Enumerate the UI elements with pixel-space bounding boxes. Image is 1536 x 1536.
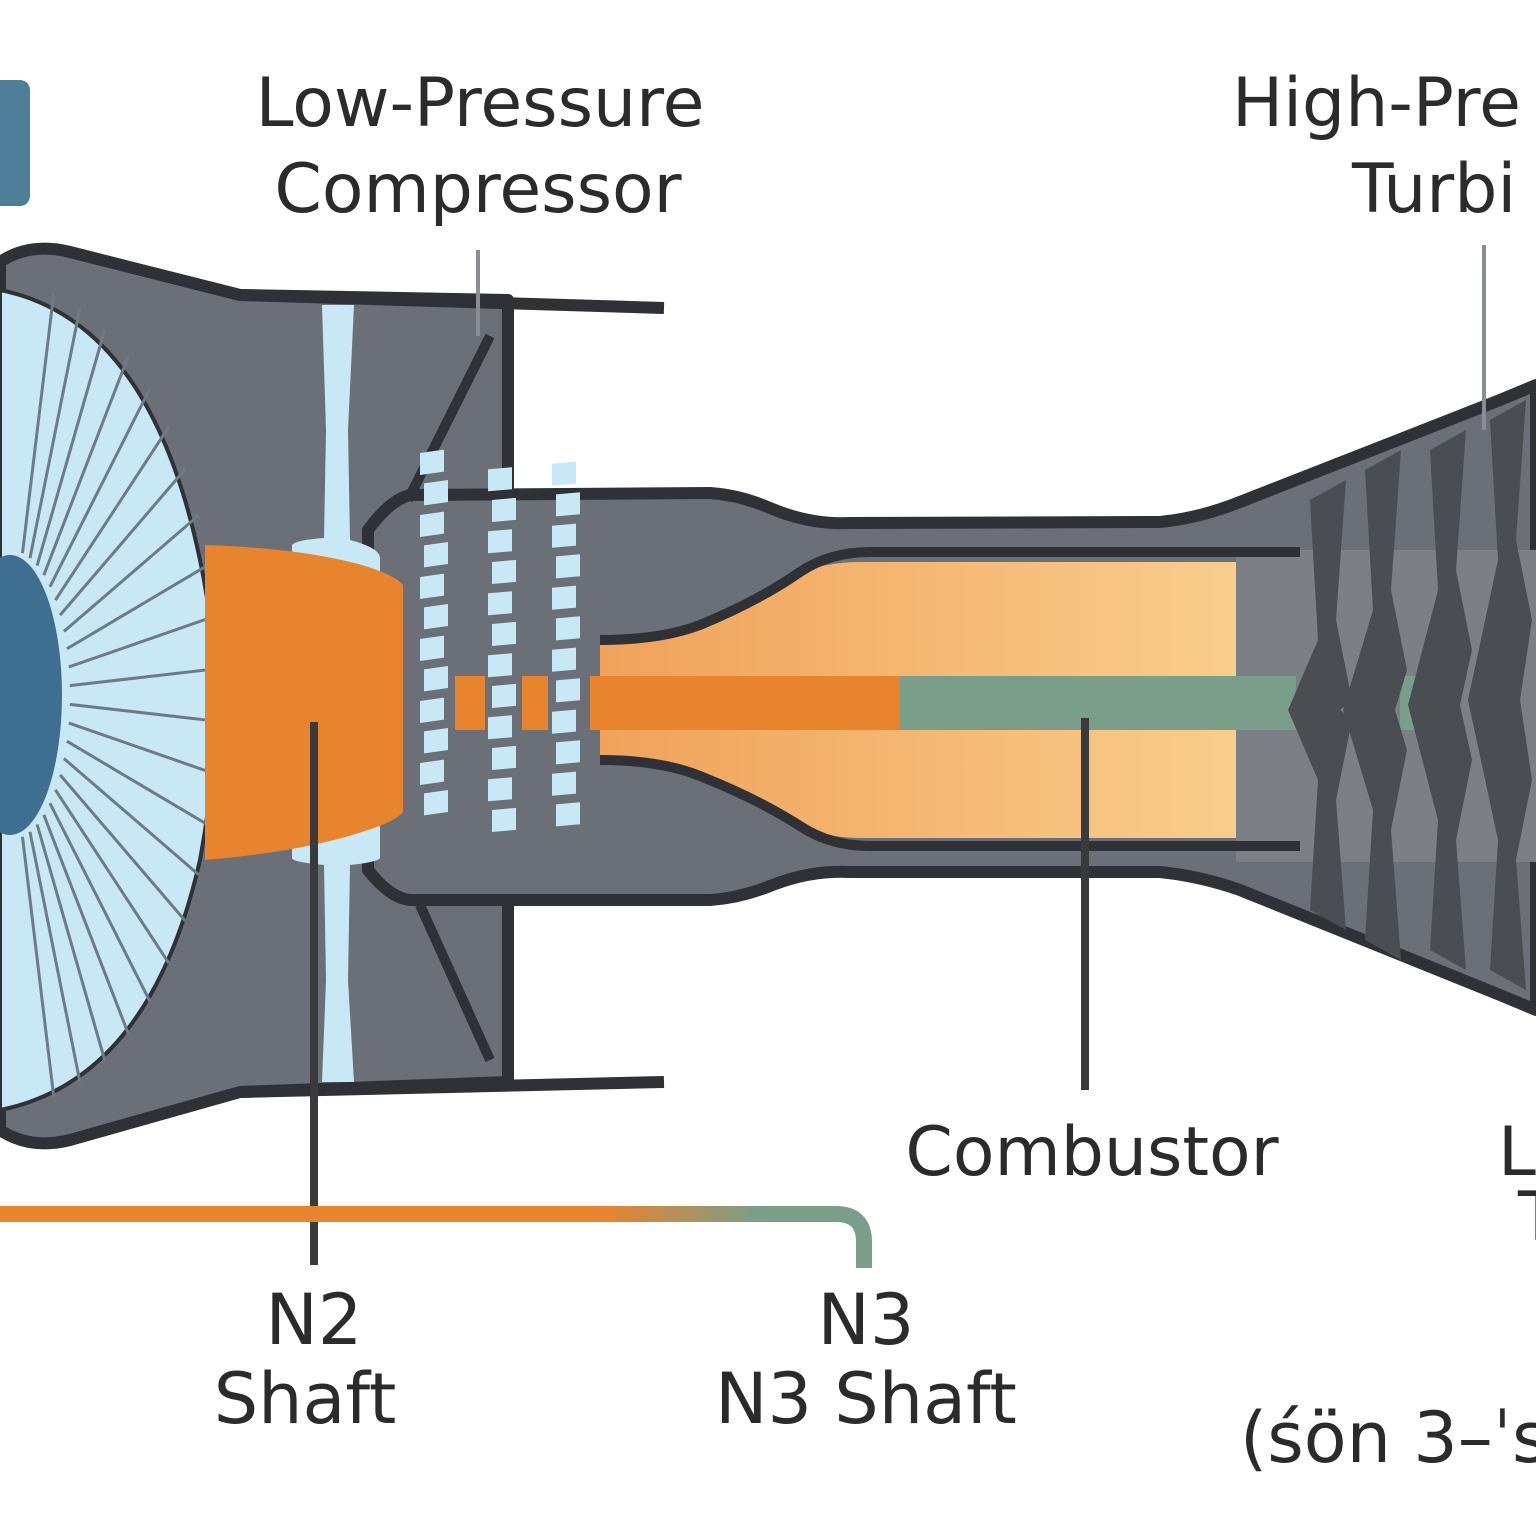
hp-compressor-blade (492, 497, 516, 522)
hp-compressor-blade (492, 745, 516, 770)
hp-compressor-blade (424, 790, 448, 816)
n2-shaft (590, 676, 900, 730)
turbine-blade (1288, 480, 1352, 930)
hp-compressor-blade (556, 554, 580, 579)
hp-compressor-blade (424, 542, 448, 568)
label-lp-compressor-line2: Compressor (274, 150, 681, 229)
fan-blade-line (68, 721, 217, 776)
turbine-blade (1468, 400, 1532, 990)
hp-compressor-blade (420, 511, 444, 537)
fan-blade-line (54, 425, 171, 601)
hp-compressor-blade (552, 585, 576, 610)
hp-compressor-blade (556, 802, 580, 827)
label-n3-line1: N3 (818, 1279, 915, 1361)
hp-compressor-blade (488, 529, 512, 554)
label-lp-turbine-line2: T (1517, 1178, 1536, 1257)
hp-compressor-blade (492, 683, 516, 708)
combustor-inner-bottom (599, 755, 1300, 851)
fan-blade-line (62, 514, 200, 633)
label-combustor: Combustor (905, 1113, 1278, 1192)
fan-blade-line (35, 823, 107, 1062)
hp-compressor-blade (420, 635, 444, 661)
n3-shaft (900, 676, 1296, 730)
fan-blade-line (35, 328, 107, 567)
fan-blade-line (28, 831, 82, 1082)
turbine-blades (1288, 400, 1532, 990)
hp-compressor-blade (556, 678, 580, 703)
hp-compressor-blade (552, 461, 576, 486)
hp-compressor-blade (420, 759, 444, 785)
label-hp-turbine-line1: High-Pre (1232, 64, 1521, 143)
fan-blade-line (68, 614, 217, 669)
fan-blade-line (28, 308, 82, 559)
fan-blade-line (54, 789, 171, 965)
fan-blade-line (58, 468, 187, 617)
n2-spool-hub (205, 545, 403, 860)
fan-blade-line (48, 388, 152, 588)
hp-compressor-blade (492, 559, 516, 584)
n2-shaft-stub-1 (455, 676, 485, 730)
hp-compressor-blade (556, 740, 580, 765)
hp-compressor-blade (420, 449, 444, 475)
hp-compressor-blade (552, 647, 576, 672)
hp-compressor-blade (488, 467, 512, 492)
label-n3-line2: N3 Shaft (715, 1358, 1017, 1440)
fan-blade-line (20, 293, 56, 554)
hp-compressor-blade (492, 621, 516, 646)
fan-blade-line (62, 757, 200, 876)
hp-compressor-blade (552, 523, 576, 548)
hp-compressor-blade (488, 653, 512, 678)
hp-compressor-blade (420, 697, 444, 723)
fan (0, 287, 220, 1113)
hp-compressor-blade (492, 807, 516, 832)
label-n2-line2: Shaft (214, 1358, 397, 1440)
n2-shaft-stub-2 (522, 676, 548, 730)
label-n2-line1: N2 (266, 1279, 363, 1361)
combustor-inner-top (599, 547, 1300, 645)
label-hp-turbine-line2: Turbi (1351, 150, 1516, 229)
shaft-indicator-line (0, 1206, 872, 1268)
hp-compressor-blade (556, 492, 580, 517)
hp-compressor-blade (424, 604, 448, 630)
hp-compressor-blade (552, 771, 576, 796)
hp-compressor-stages (420, 449, 580, 832)
hp-compressor-blade (556, 616, 580, 641)
bypass-strut-bottom (415, 902, 495, 1063)
label-lp-compressor-line1: Low-Pressure (256, 64, 705, 143)
hp-compressor-blade (488, 777, 512, 802)
hp-compressor-blade (488, 591, 512, 616)
hp-compressor-blade (424, 480, 448, 506)
fan-blade-line (48, 802, 152, 1002)
hp-compressor-blade (552, 709, 576, 734)
fan-blade-line (69, 666, 220, 688)
hp-compressor-blade (420, 573, 444, 599)
fan-blade-line (42, 814, 130, 1035)
hp-compressor-blade (488, 715, 512, 740)
fan-blade-line (58, 773, 187, 922)
label-garbled-caption: (śön 3–ˈsp (1240, 1397, 1536, 1479)
fan-blade-line (66, 563, 210, 651)
fan-blade-line (42, 355, 130, 576)
turbine-blade (1343, 450, 1407, 960)
nacelle-top-lip (239, 289, 665, 314)
hp-compressor-blade (424, 666, 448, 692)
label-lp-turbine-line1: L (1498, 1113, 1536, 1192)
turbine-blade (1408, 430, 1472, 970)
corner-tab (0, 80, 30, 206)
hp-compressor-blade (424, 728, 448, 754)
fan-blade-line (69, 702, 220, 724)
fan-blade-line (66, 739, 210, 827)
fan-blade-line (20, 836, 56, 1097)
fan-hub (0, 555, 62, 835)
